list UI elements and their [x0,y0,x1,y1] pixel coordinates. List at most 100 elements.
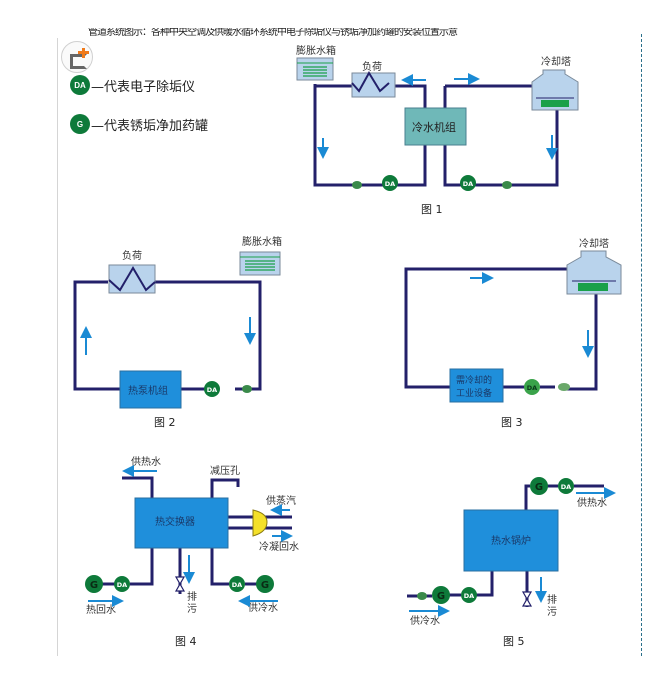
load-label: 负荷 [122,249,142,262]
pipe [210,548,229,586]
boiler-label: 热水锅炉 [491,534,531,547]
load-coil [108,264,156,294]
drain-valve-icon [521,591,533,607]
drain-valve-icon [174,576,186,592]
figure-3-caption: 图 3 [501,416,523,429]
electronic-descaler-da: DA [229,576,245,592]
add-to-collection-button[interactable] [61,41,93,73]
g-badge-icon: G [70,114,90,134]
valve-icon [242,385,252,393]
electronic-descaler-da: DA [461,587,477,603]
heat-exchanger-label: 热交换器 [155,515,195,528]
steam-supply-label: 供蒸汽 [266,494,296,507]
expansion-tank-label: 膨胀水箱 [296,44,336,57]
figure-2: 负荷 膨胀水箱 热泵机组 DA 图 2 [73,235,282,429]
legend-item-g: G —代表锈垢净加药罐 [70,113,208,135]
expansion-tank-label: 膨胀水箱 [242,235,282,248]
chiller-unit [404,107,467,146]
figure-4-caption: 图 4 [175,635,197,648]
g-label: G [535,482,543,493]
legend-label: —代表电子除垢仪 [91,79,196,95]
da-label: DA [527,384,537,392]
da-label: DA [232,581,242,589]
industrial-equipment-unit [449,368,504,403]
figure-5-caption: 图 5 [503,635,525,648]
figure-1-caption: 图 1 [421,203,443,216]
valve-icon [417,592,427,600]
cooling-tower-label: 冷却塔 [579,237,609,250]
chiller-label: 冷水机组 [412,120,456,134]
hot-water-boiler-unit [463,509,559,572]
da-label: DA [385,180,395,188]
da-label: DA [561,483,571,491]
condensate-return-label: 冷凝回水 [259,540,299,553]
legend-label: —代表锈垢净加药罐 [91,118,209,134]
pressure-hole-label: 减压孔 [210,465,240,477]
electronic-descaler-da: DA [524,379,540,395]
expansion-tank [296,57,334,81]
da-label: DA [464,592,474,600]
valve-icon [558,383,570,391]
cooling-tower [566,250,622,295]
electronic-descaler-da: DA [460,175,476,191]
drain-label: 污 [187,603,197,615]
figure-4: 热交换器 供热水 减压孔 供蒸汽 冷凝回水 热回水 排 污 供冷水 G DA [85,455,299,648]
heat-pump-unit [119,370,182,409]
scale-cleaner-tank-g: G [85,575,103,593]
da-label: DA [463,180,473,188]
hot-water-supply-label: 供热水 [131,455,161,468]
g-label: G [90,580,98,591]
pipe [73,280,120,391]
frame-icon [70,54,87,69]
page-left-border [57,38,58,656]
plus-icon-bar [78,51,89,54]
heat-exchanger-unit [134,497,229,549]
electronic-descaler-da: DA [558,478,574,494]
cooling-tower-label: 冷却塔 [541,55,571,68]
hot-water-supply-label: 供热水 [577,496,607,509]
header-caption-text: 管道系统图示：各种中央空调及供暖水循环系统中电子除垢仪与锈垢净加药罐的安装位置示… [88,28,458,38]
equipment-label-line1: 需冷却的 [456,374,492,386]
da-badge-icon: DA [70,75,90,95]
figure-1: 膨胀水箱 负荷 冷水机组 冷却塔 [296,44,579,216]
pipe [524,484,530,510]
scale-cleaner-tank-g: G [256,575,274,593]
g-label: G [437,591,445,602]
cold-water-supply-label: 供冷水 [248,601,278,614]
load-coil [351,71,396,98]
scale-cleaner-tank-g: G [432,586,450,604]
valve-icon [352,181,362,189]
drain-label: 排 [547,593,557,606]
page-right-border [641,34,642,656]
pipe [404,267,567,389]
steam-trap-icon [252,509,268,537]
da-label: DA [207,386,217,394]
pipe [210,478,240,498]
pipe [313,84,427,187]
da-label: DA [117,581,127,589]
cooling-tower [531,69,579,111]
load-label: 负荷 [362,60,382,73]
figure-5: 热水锅炉 G DA 供热水 G DA 供冷水 排 污 图 5 [407,477,616,648]
drain-label: 污 [547,606,557,618]
cold-water-supply-label: 供冷水 [410,614,440,627]
hot-water-return-label: 热回水 [86,603,116,616]
expansion-tank [239,251,281,276]
electronic-descaler-da: DA [382,175,398,191]
pipe [476,571,494,597]
equipment-label-line2: 工业设备 [456,387,492,399]
g-label: G [261,580,269,591]
scale-cleaner-tank-g: G [530,477,548,495]
legend-item-da: DA —代表电子除垢仪 [70,74,195,96]
valve-icon [502,181,512,189]
pipe [122,476,154,498]
figure-3: 冷却塔 需冷却的 工业设备 DA 图 3 [404,237,622,429]
pipe [565,294,598,391]
electronic-descaler-da: DA [204,381,220,397]
electronic-descaler-da: DA [114,576,130,592]
drain-label: 排 [187,590,197,603]
figure-2-caption: 图 2 [154,416,176,429]
pipe [130,548,154,586]
heat-pump-label: 热泵机组 [128,384,168,397]
